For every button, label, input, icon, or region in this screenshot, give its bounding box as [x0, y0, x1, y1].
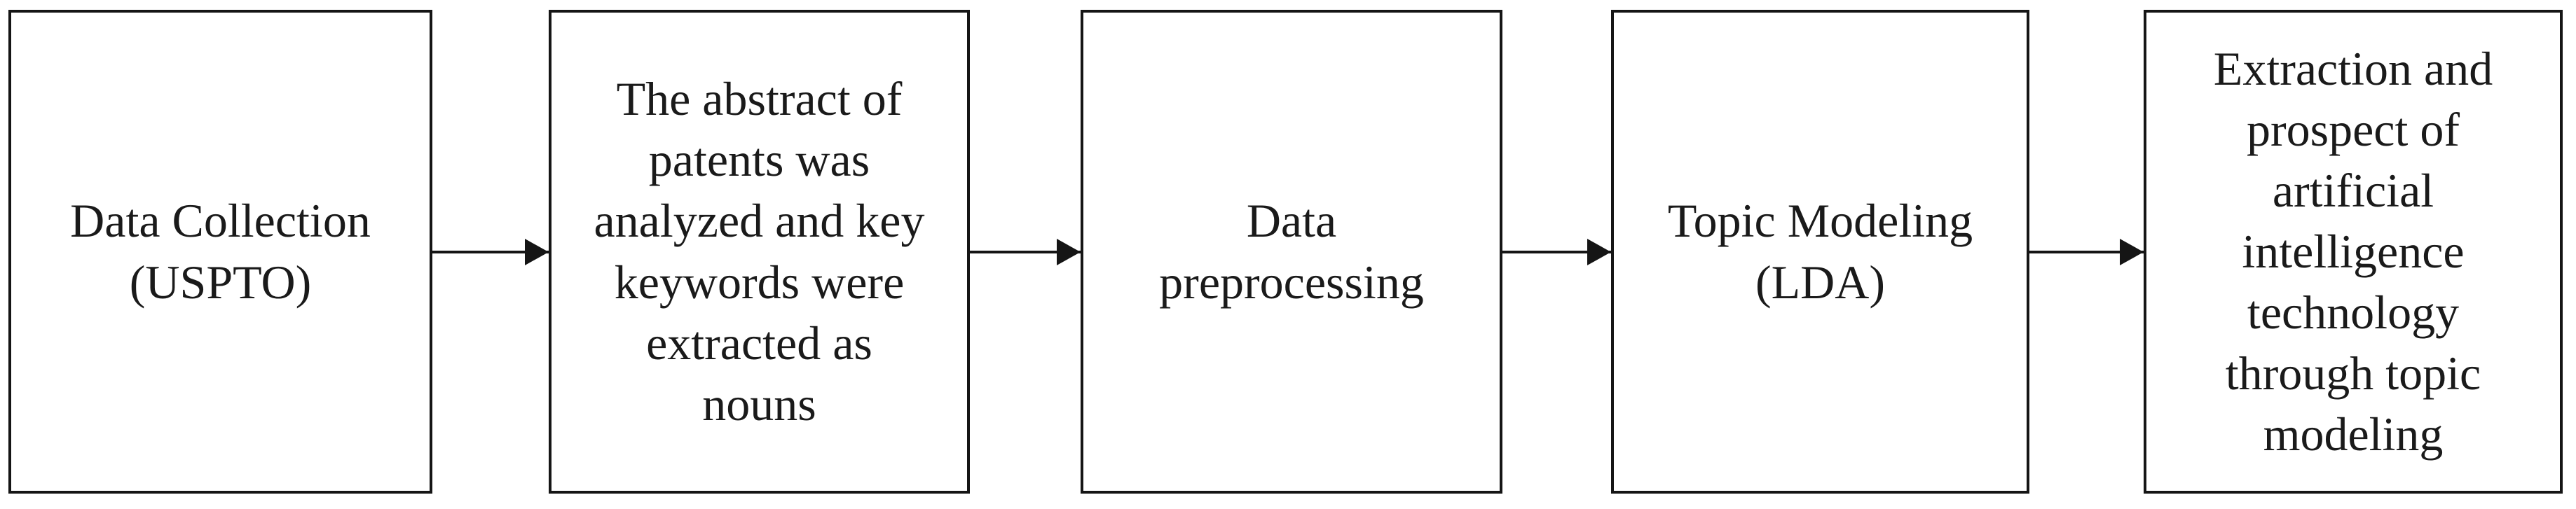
flow-step-label: Data preprocessing [1159, 194, 1424, 309]
flow-step-extraction-prospect: Extraction and prospect of artificial in… [2144, 10, 2563, 494]
flow-step-label: The abstract of patents was analyzed and… [594, 72, 925, 431]
flow-arrow-icon [1502, 239, 1611, 265]
flow-step-abstract-keyword-extraction: The abstract of patents was analyzed and… [549, 10, 970, 494]
flow-arrow-icon [970, 239, 1081, 265]
arrowhead-right-icon [1057, 239, 1081, 265]
flow-arrow-icon [2029, 239, 2144, 265]
flow-step-label: Topic Modeling (LDA) [1667, 194, 1973, 309]
flow-step-data-preprocessing: Data preprocessing [1081, 10, 1502, 494]
flow-step-label: Extraction and prospect of artificial in… [2213, 41, 2493, 461]
arrowhead-right-icon [525, 239, 549, 265]
arrowhead-right-icon [1587, 239, 1611, 265]
flow-step-topic-modeling: Topic Modeling (LDA) [1611, 10, 2029, 494]
flow-step-label: Data Collection (USPTO) [70, 194, 371, 309]
flow-step-data-collection: Data Collection (USPTO) [8, 10, 432, 494]
arrowhead-right-icon [2120, 239, 2144, 265]
flow-arrow-icon [432, 239, 549, 265]
